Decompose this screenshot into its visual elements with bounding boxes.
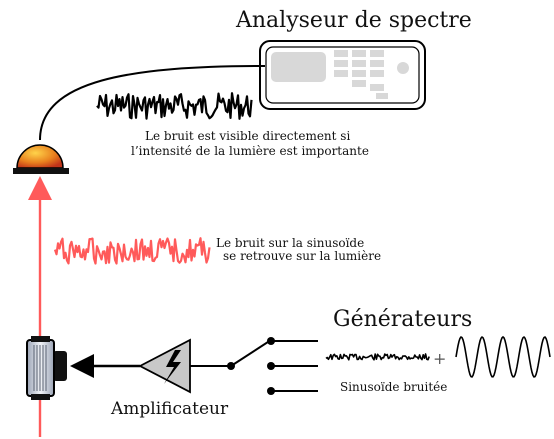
noise-visible-text-line2: l’intensité de la lumière est importante	[131, 144, 369, 158]
noisy-sine-label: Sinusoïde bruitée	[340, 380, 447, 394]
amplifier-triangle-icon	[138, 338, 191, 394]
selector-switch-icon	[190, 337, 318, 395]
noise-on-sine-text-line1: Le bruit sur la sinusoïde	[216, 236, 364, 250]
generators-label: Générateurs	[333, 307, 472, 332]
sine-wave-icon	[455, 335, 551, 378]
amplifier-label: Amplificateur	[110, 399, 229, 419]
red-noise-trace	[53, 237, 211, 265]
analyzer-cable	[39, 65, 266, 141]
noise-on-sine-text-line2: se retrouve sur la lumière	[223, 249, 381, 263]
black-noise-trace	[96, 92, 253, 120]
plus-sign: +	[433, 349, 446, 368]
spectrum-analyzer-icon	[259, 40, 426, 110]
noise-visible-text-line1: Le bruit est visible directement si	[145, 129, 350, 143]
spectrum-analyzer-label: Analyseur de spectre	[235, 8, 472, 33]
photodetector-icon	[13, 144, 69, 174]
generator-noise-trace	[325, 353, 430, 361]
light-modulator-icon	[26, 336, 67, 400]
